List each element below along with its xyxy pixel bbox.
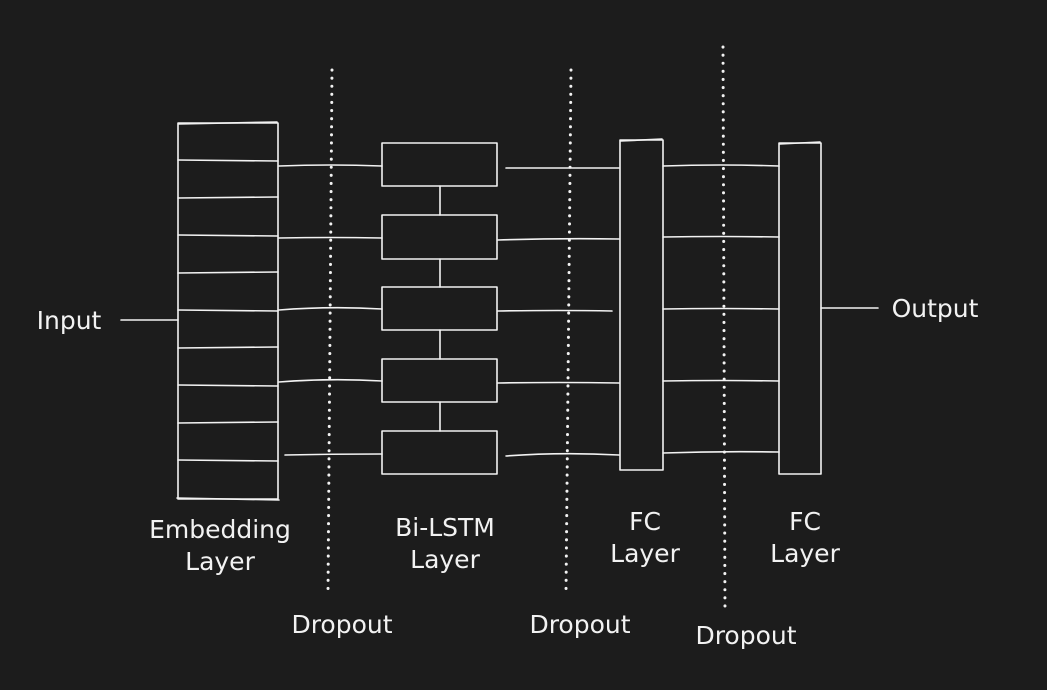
dropout-line-3 [721,45,727,614]
dropout-line-2 [564,68,573,594]
embedding-layer-block [176,121,280,501]
input-label: Input [36,306,102,335]
dropout-label-3: Dropout [695,621,797,650]
fc-layer-1-block [619,138,664,471]
fc2-label-line1: FC [789,507,821,536]
bilstm-to-fc1-connectors [497,167,620,457]
fc-layer-2-block [778,141,822,475]
output-label: Output [891,294,979,323]
embedding-to-bilstm-connectors [278,164,383,456]
bilstm-layer-label: Bi-LSTM Layer [375,512,515,576]
fc2-label-line2: Layer [770,539,840,568]
dropout-label-2: Dropout [529,610,631,639]
fc1-label-line2: Layer [610,539,680,568]
dropout-line-1 [326,68,334,594]
fc1-label-line1: FC [629,507,661,536]
embedding-layer-label: Embedding Layer [140,514,300,578]
bilstm-layer-block [381,142,498,475]
fc-layer-1-label: FC Layer [590,506,700,570]
fc1-to-fc2-connectors [662,164,780,454]
bilstm-label-line1: Bi-LSTM [395,513,495,542]
embedding-label-line2: Layer [185,547,255,576]
dropout-label-1: Dropout [291,610,393,639]
bilstm-label-line2: Layer [410,545,480,574]
embedding-label-line1: Embedding [149,515,291,544]
fc-layer-2-label: FC Layer [750,506,860,570]
